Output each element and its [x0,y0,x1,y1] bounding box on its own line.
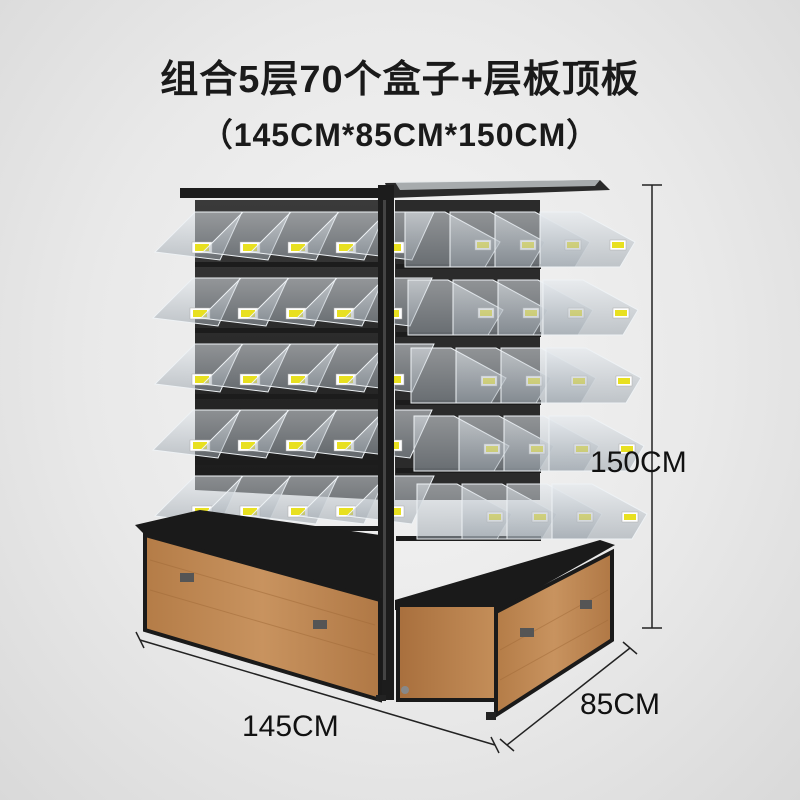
width-dimension-line [135,631,500,754]
storage-bin [551,483,648,540]
height-dimension-label: 150CM [590,446,687,479]
bin-label-tag [339,508,353,515]
bin-label-tag [241,310,255,317]
bin-label-tag [243,244,257,251]
bin-label-tag [291,244,305,251]
shelf-bar [195,460,385,465]
bin-label-tag [339,376,353,383]
bin-label-tag [241,442,255,449]
shelf-bar [195,328,385,333]
bin-label-tag [289,442,303,449]
drawer-handle-left-1 [180,573,194,582]
product-title: 组合5层70个盒子+层板顶板 [160,59,640,101]
shelf-bar [195,262,385,267]
bin-label-tag [618,378,630,384]
bin-label-tag [243,508,257,515]
drawer-handle-right-1 [520,628,534,637]
bin-label-tag [624,514,636,520]
bin-label-tag [612,242,624,248]
storage-bin [548,415,645,472]
bin-label-tag [337,310,351,317]
storage-bin [539,211,636,268]
left-bin-grid [151,211,435,531]
right-bin-grid [396,211,648,541]
bin-label-tag [243,376,257,383]
shelf-bar [195,394,385,399]
base-cabinet-right [395,540,615,719]
center-post [378,185,394,700]
bin-label-tag [337,442,351,449]
height-dimension-line [642,184,662,629]
bin-label-tag [195,376,209,383]
product-dimensions-subtitle: （145CM*85CM*150CM） [200,117,600,153]
bin-label-tag [291,376,305,383]
bin-label-tag [193,442,207,449]
rack-top-frame [180,180,610,198]
drawer-handle-left-2 [313,620,327,629]
width-dimension-label: 145CM [242,710,339,743]
bin-label-tag [289,310,303,317]
storage-bin [542,279,639,336]
bin-label-tag [291,508,305,515]
depth-dimension-label: 85CM [580,688,661,721]
bin-label-tag [339,244,353,251]
base-cabinet-left [135,510,382,703]
rack-feet [376,686,496,720]
storage-bin [545,347,642,404]
bin-label-tag [615,310,627,316]
depth-dimension-line [499,641,638,752]
bin-label-tag [193,310,207,317]
bin-label-tag [621,446,633,452]
drawer-handle-right-2 [580,600,592,609]
bin-label-tag [195,244,209,251]
